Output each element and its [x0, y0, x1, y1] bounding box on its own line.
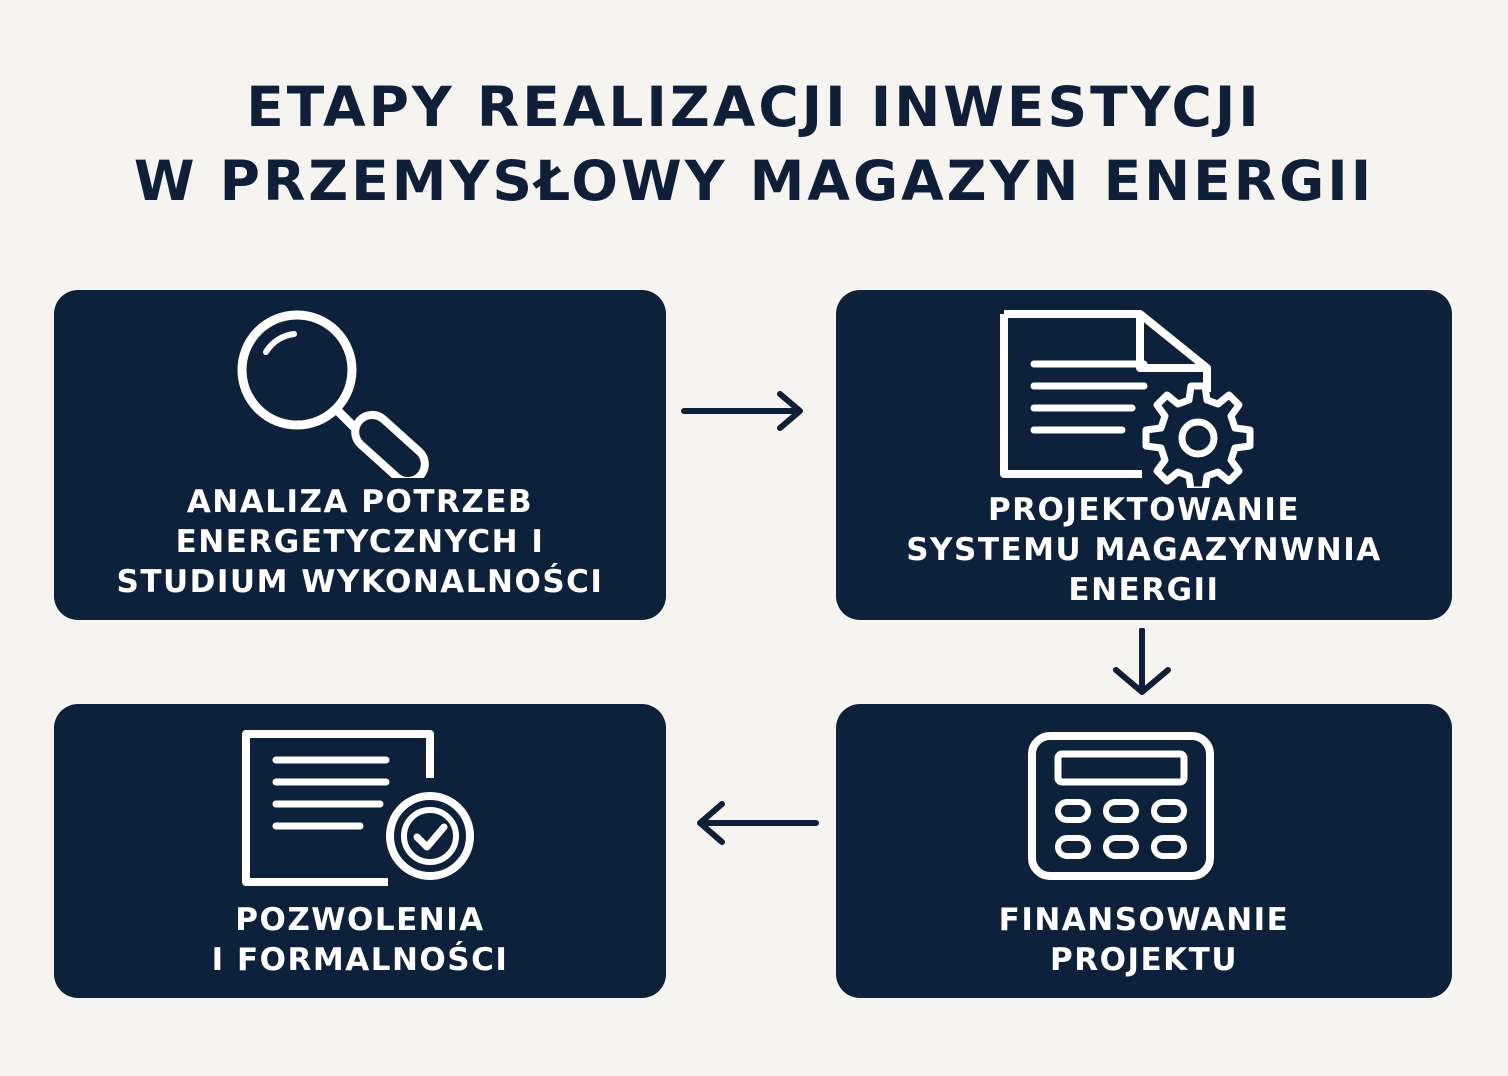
step-card-financing: FINANSOWANIE PROJEKTU [836, 704, 1452, 998]
step-card-analysis: ANALIZA POTRZEB ENERGETYCZNYCH I STUDIUM… [54, 290, 666, 620]
arrow-right-icon [681, 391, 803, 431]
document-gear-icon [1000, 310, 1254, 488]
calculator-icon [1028, 732, 1214, 880]
step-label-analysis: ANALIZA POTRZEB ENERGETYCZNYCH I STUDIUM… [116, 484, 604, 600]
document-check-icon [242, 730, 474, 886]
step-card-permits: POZWOLENIA I FORMALNOŚCI [54, 704, 666, 998]
step-card-design: PROJEKTOWANIE SYSTEMU MAGAZYNWNIA ENERGI… [836, 290, 1452, 620]
step-label-financing: FINANSOWANIE PROJEKTU [998, 902, 1290, 978]
magnifying-glass-icon [237, 310, 429, 478]
title-line-2: W PRZEMYSŁOWY MAGAZYN ENERGII [133, 149, 1375, 213]
step-label-design: PROJEKTOWANIE SYSTEMU MAGAZYNWNIA ENERGI… [906, 492, 1382, 608]
step-label-permits: POZWOLENIA I FORMALNOŚCI [211, 902, 509, 978]
arrow-down-icon [1113, 628, 1171, 695]
title-line-1: ETAPY REALIZACJI INWESTYCJI [246, 75, 1262, 139]
page-title: ETAPY REALIZACJI INWESTYCJI W PRZEMYSŁOW… [0, 70, 1508, 218]
arrow-left-icon [697, 801, 819, 845]
